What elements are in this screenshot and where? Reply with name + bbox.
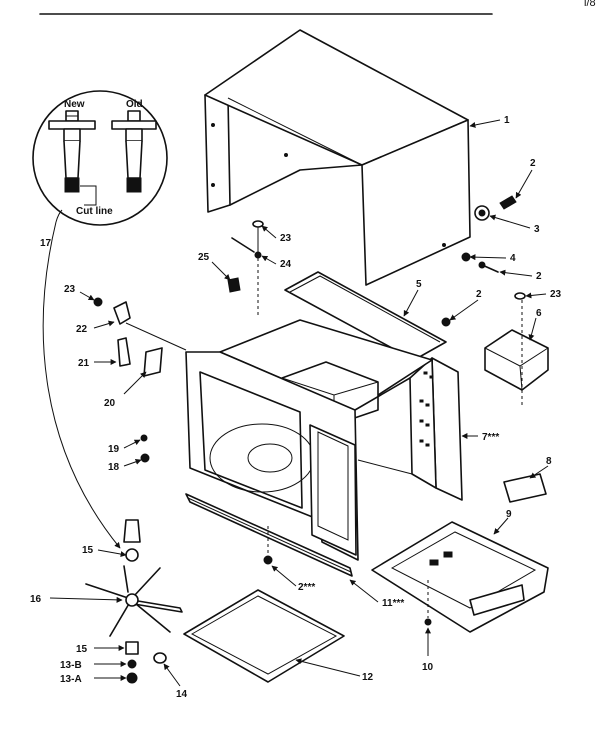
callout-20: 20	[104, 398, 116, 409]
callout-2a: 2	[530, 158, 536, 169]
screw-2d	[263, 526, 273, 565]
callout-17: 17	[40, 238, 52, 249]
cavity-chassis	[185, 271, 463, 561]
callout-10: 10	[422, 662, 434, 673]
corner-text: i/8	[584, 0, 596, 9]
callout-23c: 23	[64, 284, 76, 295]
callout-7: 7***	[482, 432, 499, 443]
inset-new-label: New	[64, 99, 85, 110]
new-stem-drawing	[48, 110, 96, 193]
cut-line-leader	[80, 185, 97, 206]
callout-1: 1	[504, 115, 510, 126]
callout-3: 3	[534, 224, 540, 235]
tray-12	[183, 589, 345, 683]
inset-detail: New Old Cut line	[32, 90, 168, 226]
left-hardware	[93, 297, 187, 463]
front-strip-11	[185, 493, 353, 577]
callout-23a: 23	[280, 233, 292, 244]
callout-labels: 1 2 3 4 2 5 2 23 24 25 23 6 17 23 22 21 …	[30, 115, 562, 700]
callout-22: 22	[76, 324, 88, 335]
screw-2a	[499, 195, 517, 210]
callout-23b: 23	[550, 289, 562, 300]
stirrer-fan-16	[85, 565, 183, 637]
callout-21: 21	[78, 358, 90, 369]
callout-6: 6	[536, 308, 542, 319]
screw-10	[424, 580, 432, 626]
washer-3	[474, 205, 490, 221]
base-plate-9	[371, 521, 549, 633]
callout-13b: 13-B	[60, 660, 82, 671]
outer-cover	[204, 29, 471, 286]
top-middle-hardware	[227, 220, 526, 327]
nut-4	[461, 252, 471, 262]
callout-5: 5	[416, 279, 422, 290]
screw-2b	[478, 261, 499, 273]
callout-8: 8	[546, 456, 552, 467]
callout-15a: 15	[82, 545, 94, 556]
inset-circle	[32, 90, 168, 226]
leader-17-curve	[42, 221, 121, 549]
callout-18a: 18	[108, 462, 120, 473]
inset-old-label: Old	[126, 99, 143, 110]
plate-8	[503, 473, 547, 503]
callout-12: 12	[362, 672, 374, 683]
callout-4: 4	[510, 253, 516, 264]
callout-9: 9	[506, 509, 512, 520]
stem-parts	[123, 519, 167, 684]
callout-2b: 2	[536, 271, 542, 282]
callout-14: 14	[176, 689, 188, 700]
callout-2c: 2	[476, 289, 482, 300]
old-stem-drawing	[111, 110, 157, 193]
callout-15b: 15	[76, 644, 88, 655]
callout-16: 16	[30, 594, 42, 605]
leader-lines	[49, 119, 549, 687]
callout-13a: 13-A	[60, 674, 82, 685]
top-bracket-5	[284, 271, 447, 361]
callout-19: 19	[108, 444, 120, 455]
inset-cut-line-label: Cut line	[76, 206, 113, 217]
callout-25: 25	[198, 252, 210, 263]
callout-2d: 2***	[298, 582, 315, 593]
callout-24: 24	[280, 259, 292, 270]
callout-11: 11***	[382, 598, 404, 609]
transformer-6	[484, 329, 549, 391]
